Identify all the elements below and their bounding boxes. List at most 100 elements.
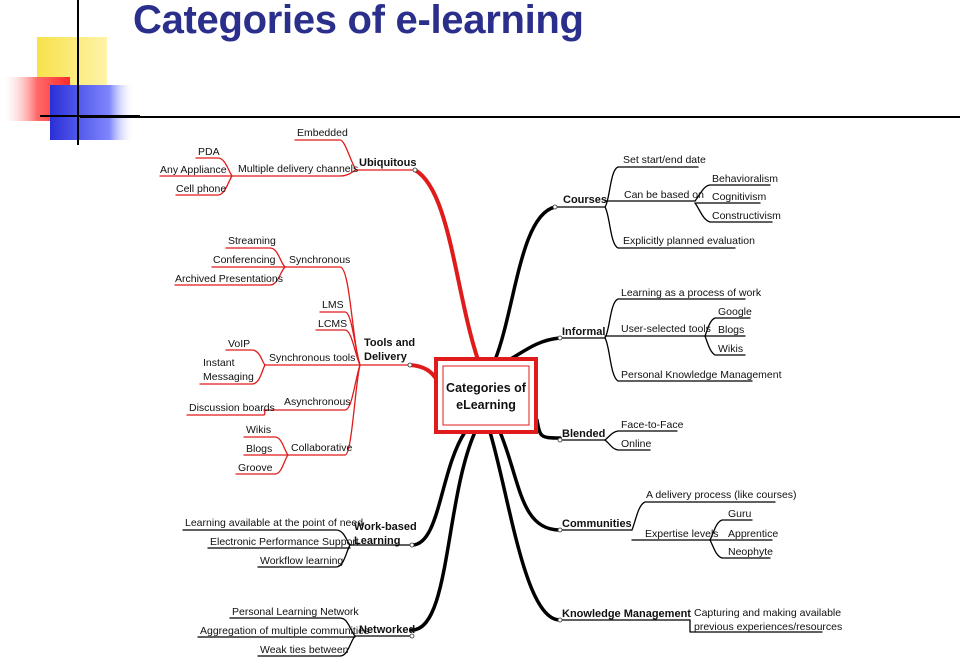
line-km-leaf: [689, 619, 823, 633]
corner-decoration: [4, 0, 140, 145]
deco-blue-square: [50, 85, 135, 140]
node-tools-delivery-line2: Delivery: [364, 351, 408, 363]
trunk-networked: [410, 430, 477, 632]
line-delivery-process: [631, 501, 776, 531]
dot-communities: [557, 527, 563, 533]
node-collaborative: Collaborative: [291, 442, 352, 454]
line-collaborative: [287, 364, 361, 456]
node-embedded: Embedded: [297, 127, 348, 139]
line-instant-messaging: [199, 364, 266, 385]
node-pda: PDA: [198, 146, 220, 158]
dot-tools-delivery: [407, 362, 413, 368]
node-pln: Personal Learning Network: [232, 606, 359, 618]
line-face-to-face: [604, 430, 678, 441]
line-wikis-left: [243, 436, 289, 456]
node-weak-ties: Weak ties between: [260, 644, 349, 656]
node-lcms: LCMS: [318, 318, 347, 330]
node-any-appliance: Any Appliance: [160, 164, 227, 176]
slide-title: Categories of e-learning: [133, 0, 584, 42]
node-apprentice: Apprentice: [728, 528, 778, 540]
trunk-blended: [535, 418, 562, 440]
line-discussion-boards: [186, 409, 266, 416]
node-constructivism: Constructivism: [712, 210, 781, 222]
node-km-line2: previous experiences/resources: [694, 621, 842, 633]
dot-blended: [557, 437, 563, 443]
trunk-work-based: [410, 430, 467, 547]
node-discussion-boards: Discussion boards: [189, 402, 275, 414]
line-workflow: [257, 544, 351, 568]
node-synchronous: Synchronous: [289, 254, 350, 266]
node-point-of-need: Learning available at the point of need: [185, 517, 363, 529]
line-online: [604, 439, 651, 451]
center-node-line2: eLearning: [456, 398, 516, 412]
node-instant: Instant: [203, 357, 235, 369]
node-km-line1: Capturing and making available: [694, 607, 841, 619]
node-cell-phone: Cell phone: [176, 183, 226, 195]
line-weak-ties: [257, 635, 356, 657]
dot-work-based: [409, 542, 415, 548]
node-wikis-left: Wikis: [246, 424, 271, 436]
node-guru: Guru: [728, 508, 752, 520]
node-wikis-right: Wikis: [718, 343, 743, 355]
line-voip: [225, 349, 266, 366]
line-pkm: [604, 337, 753, 382]
node-neophyte: Neophyte: [728, 546, 773, 558]
node-blogs-right: Blogs: [718, 324, 744, 336]
line-groove: [235, 454, 289, 475]
node-multiple-delivery-channels: Multiple delivery channels: [238, 163, 358, 175]
title-rule: [80, 116, 960, 118]
node-asynchronous: Asynchronous: [284, 396, 351, 408]
line-archived: [174, 266, 286, 286]
line-lcms: [315, 329, 361, 366]
node-knowledge-management: Knowledge Management: [562, 608, 691, 620]
node-eps: Electronic Performance Support: [210, 536, 359, 548]
trunk-tools-delivery: [408, 363, 439, 382]
node-process-of-work: Learning as a process of work: [621, 287, 762, 299]
node-archived-presentations: Archived Presentations: [175, 273, 283, 285]
line-google: [704, 317, 751, 337]
node-lms: LMS: [322, 299, 344, 311]
node-messaging: Messaging: [203, 371, 254, 383]
trunk-courses: [493, 205, 557, 362]
node-online: Online: [621, 438, 652, 450]
node-pkm: Personal Knowledge Management: [621, 369, 782, 381]
node-communities: Communities: [562, 518, 632, 530]
line-evaluation: [604, 206, 736, 249]
node-synchronous-tools: Synchronous tools: [269, 352, 355, 364]
trunk-km: [488, 430, 562, 622]
trunk-ubiquitous: [413, 168, 480, 362]
line-start-end-link: [604, 166, 619, 208]
line-point-of-need: [182, 529, 351, 546]
line-multiple-channels: [231, 169, 357, 177]
node-groove: Groove: [238, 462, 273, 474]
node-expertise: Expertise levels: [645, 528, 719, 540]
center-node: Categories of eLearning: [434, 357, 538, 434]
node-networked: Networked: [359, 624, 415, 636]
node-delivery-process: A delivery process (like courses): [646, 489, 797, 501]
node-aggregation: Aggregation of multiple communities: [200, 625, 369, 637]
dot-networked: [409, 633, 415, 639]
line-behavioralism: [694, 184, 771, 202]
dot-km: [557, 617, 563, 623]
node-start-end: Set start/end date: [623, 154, 706, 166]
node-tools-delivery-line1: Tools and: [364, 337, 415, 349]
line-streaming: [225, 247, 286, 268]
line-cell-phone: [175, 175, 233, 196]
line-constructivism: [694, 202, 773, 223]
node-streaming: Streaming: [228, 235, 276, 247]
node-voip: VoIP: [228, 338, 250, 350]
node-cognitivism: Cognitivism: [712, 191, 767, 203]
node-behavioralism: Behavioralism: [712, 173, 778, 185]
line-guru: [709, 519, 753, 541]
node-face-to-face: Face-to-Face: [621, 419, 684, 431]
trunk-communities: [498, 430, 562, 532]
node-informal: Informal: [562, 326, 605, 338]
line-pda: [195, 157, 233, 177]
node-based-on: Can be based on: [624, 189, 704, 201]
line-neophyte: [709, 539, 771, 559]
node-conferencing: Conferencing: [213, 254, 276, 266]
node-user-selected: User-selected tools: [621, 323, 711, 335]
node-workflow: Workflow learning: [260, 555, 343, 567]
dot-informal: [557, 335, 563, 341]
